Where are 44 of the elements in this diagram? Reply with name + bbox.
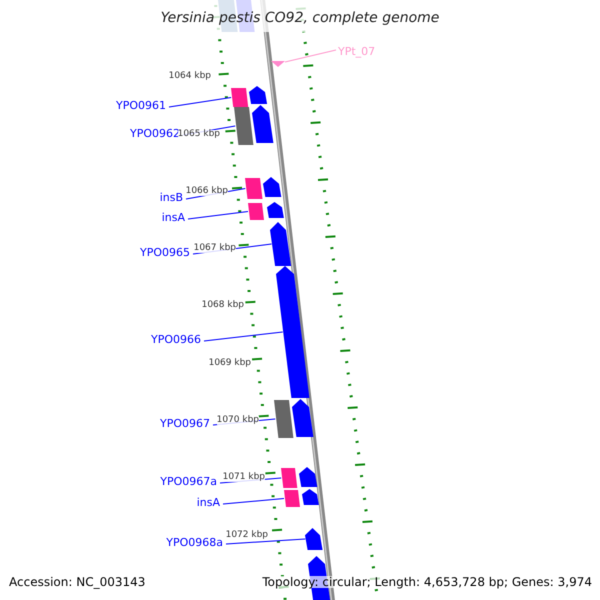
gene-block	[245, 178, 262, 199]
leader-line	[204, 332, 284, 342]
gene-label: YPO0967	[160, 418, 210, 429]
gene-feature	[305, 528, 323, 550]
gene-block	[234, 107, 254, 145]
gene-feature	[302, 489, 319, 505]
leader-line	[168, 97, 232, 108]
scale-label: 1068 kbp	[202, 301, 244, 310]
gene-feature	[292, 399, 314, 437]
leader-line	[284, 50, 336, 62]
gene-label: YPO0966	[150, 334, 201, 345]
gene-feature	[267, 202, 284, 218]
scale-label: 1069 kbp	[208, 359, 251, 368]
leader-line	[222, 498, 284, 504]
gene-label: YPt_07	[338, 46, 376, 57]
gene-label: insB	[160, 192, 183, 203]
gene-block	[281, 468, 298, 488]
scale-label: 1066 kbp	[186, 187, 228, 196]
title: Yersinia pestis CO92, complete genome	[160, 10, 440, 26]
gene-label: insA	[196, 497, 220, 508]
scale-label: 1070 kbp	[216, 416, 259, 425]
scale-label: 1071 kbp	[222, 473, 265, 482]
scale-label: 1067 kbp	[194, 244, 236, 253]
gene-feature	[263, 177, 282, 197]
leader-line	[226, 538, 306, 544]
gene-feature	[270, 222, 292, 266]
gene-label: YPO0967a	[160, 476, 217, 487]
scale-label: 1072 kbp	[226, 531, 268, 540]
gene-feature	[299, 467, 318, 487]
gene-label: YPO0965	[140, 247, 190, 258]
feature-marker	[271, 61, 285, 67]
gene-label: YPO0968a	[166, 537, 223, 548]
footer-text: Topology: circular; Length: 4,653,728 bp; Genes: 3,974	[262, 576, 592, 588]
gene-block	[284, 490, 300, 507]
scale-label: 1064 kbp	[168, 72, 211, 81]
scale-label: 1065 kbp	[178, 130, 220, 139]
leader-line	[188, 211, 248, 220]
gene-label: YPO0961	[116, 100, 166, 111]
gene-block	[274, 400, 294, 438]
gene-block	[231, 88, 248, 107]
gene-label: YPO0962	[130, 128, 180, 139]
gene-label: insA	[162, 212, 185, 223]
footer-text: Accession: NC_003143	[9, 576, 146, 588]
gene-block	[248, 203, 264, 220]
